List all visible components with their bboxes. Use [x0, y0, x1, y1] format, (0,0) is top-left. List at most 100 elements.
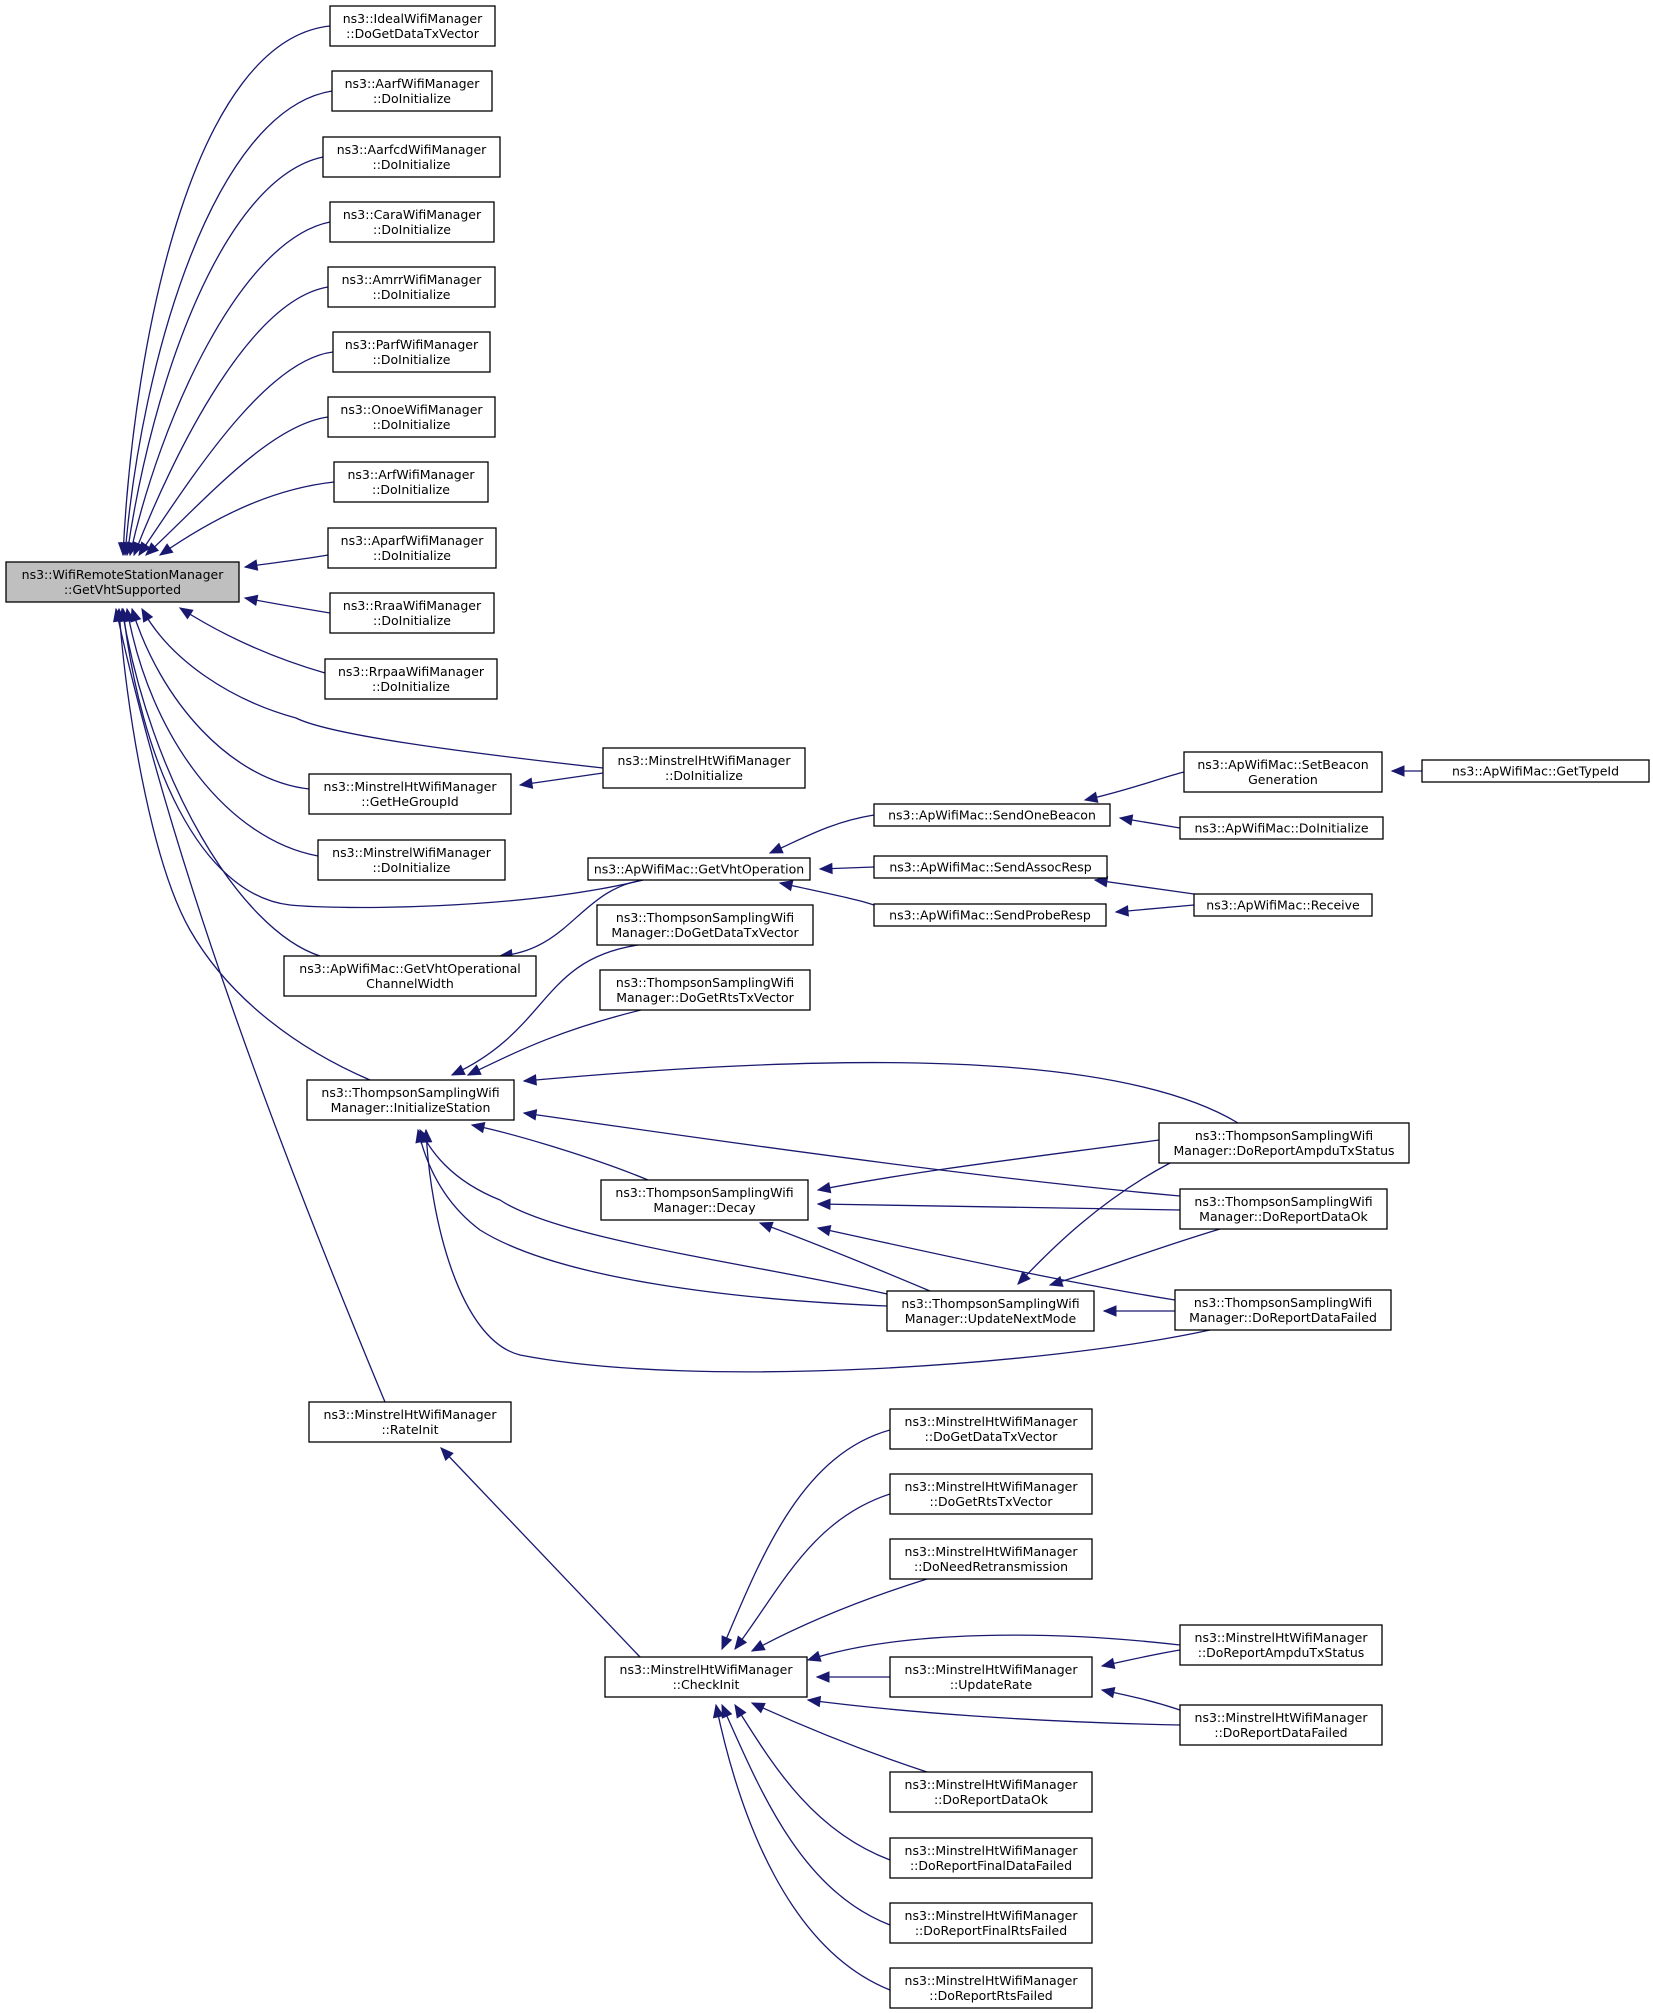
graph-node[interactable]: ns3::AarfWifiManager::DoInitialize	[331, 70, 493, 112]
graph-node[interactable]: ns3::MinstrelHtWifiManager::DoReportData…	[1179, 1704, 1383, 1746]
graph-node[interactable]: ns3::ThompsonSamplingWifiManager::DoGetD…	[596, 904, 814, 946]
node-label-line: ns3::MinstrelHtWifiManager	[905, 1544, 1079, 1559]
node-box	[886, 1290, 1095, 1332]
graph-node[interactable]: ns3::AarfcdWifiManager::DoInitialize	[322, 136, 501, 178]
graph-node[interactable]: ns3::ThompsonSamplingWifiManager::DoGetR…	[599, 969, 811, 1011]
graph-node[interactable]: ns3::CaraWifiManager::DoInitialize	[329, 201, 495, 243]
edge-n34-to-n33	[721, 1429, 891, 1651]
node-box	[889, 1538, 1093, 1580]
graph-node[interactable]: ns3::MinstrelHtWifiManager::DoReportData…	[889, 1771, 1093, 1813]
graph-node[interactable]: ns3::MinstrelHtWifiManager::DoInitialize	[602, 747, 806, 789]
graph-node[interactable]: ns3::MinstrelHtWifiManager::DoGetRtsTxVe…	[889, 1473, 1093, 1515]
node-box	[889, 1771, 1093, 1813]
edge-n35-to-n33	[734, 1493, 891, 1651]
node-box	[1193, 893, 1373, 917]
node-label-line: ns3::ThompsonSamplingWifi	[1194, 1194, 1372, 1209]
node-box	[873, 855, 1108, 879]
graph-node[interactable]: ns3::ThompsonSamplingWifiManager::DoRepo…	[1179, 1188, 1388, 1230]
graph-node[interactable]: ns3::MinstrelHtWifiManager::DoReportFina…	[889, 1902, 1093, 1944]
graph-node[interactable]: ns3::ApWifiMac::DoInitialize	[1179, 816, 1384, 840]
edge-n28-to-n27	[758, 1221, 931, 1292]
edge-n43-to-n33	[712, 1703, 891, 1991]
graph-node[interactable]: ns3::MinstrelHtWifiManager::DoReportRtsF…	[889, 1967, 1093, 2009]
graph-node[interactable]: ns3::OnoeWifiManager::DoInitialize	[327, 396, 496, 438]
edge-n3-to-n0	[123, 156, 324, 557]
node-box	[873, 903, 1107, 927]
graph-node[interactable]: ns3::ParfWifiManager::DoInitialize	[332, 331, 491, 373]
node-label-line: ns3::MinstrelHtWifiManager	[905, 1479, 1079, 1494]
graph-node[interactable]: ns3::ApWifiMac::SendOneBeacon	[873, 803, 1111, 827]
edge-n20-to-n17	[1083, 771, 1185, 803]
node-label-line: Manager::DoGetRtsTxVector	[616, 990, 794, 1005]
graph-node[interactable]: ns3::ApWifiMac::SendProbeResp	[873, 903, 1107, 927]
graph-node[interactable]: ns3::ApWifiMac::GetVhtOperationalChannel…	[283, 955, 537, 997]
graph-node[interactable]: ns3::IdealWifiManager::DoGetDataTxVector	[329, 5, 496, 47]
graph-node[interactable]: ns3::MinstrelHtWifiManager::DoGetDataTxV…	[889, 1408, 1093, 1450]
edge-n26-to-n24	[466, 1009, 642, 1076]
graph-node[interactable]: ns3::ApWifiMac::SendAssocResp	[873, 855, 1108, 879]
node-box	[1183, 751, 1383, 793]
graph-node[interactable]: ns3::ThompsonSamplingWifiManager::DoRepo…	[1158, 1122, 1410, 1164]
edge-n30-to-n27	[816, 1198, 1181, 1211]
node-label-line: ns3::AparfWifiManager	[341, 533, 485, 548]
edge-n12-to-n0	[141, 607, 604, 769]
node-label-line: ns3::OnoeWifiManager	[340, 402, 483, 417]
edge-n12-to-n13	[518, 772, 604, 789]
node-label-line: ns3::ApWifiMac::SendAssocResp	[889, 860, 1091, 875]
node-box	[1174, 1289, 1392, 1331]
graph-node[interactable]: ns3::RrpaaWifiManager::DoInitialize	[324, 658, 498, 700]
node-box	[1158, 1122, 1410, 1164]
graph-node[interactable]: ns3::MinstrelHtWifiManager::DoReportFina…	[889, 1837, 1093, 1879]
node-label-line: Manager::Decay	[653, 1200, 756, 1215]
graph-node[interactable]: ns3::RraaWifiManager::DoInitialize	[329, 592, 495, 634]
node-box	[889, 1473, 1093, 1515]
node-label-line: ::DoInitialize	[373, 222, 451, 237]
graph-node[interactable]: ns3::AmrrWifiManager::DoInitialize	[327, 266, 496, 308]
node-label-line: ::GetHeGroupId	[361, 794, 458, 809]
node-box	[587, 857, 811, 881]
node-label-line: Manager::DoReportAmpduTxStatus	[1173, 1143, 1394, 1158]
graph-node[interactable]: ns3::ThompsonSamplingWifiManager::Initia…	[306, 1079, 515, 1121]
edge-n40-to-n33	[750, 1702, 928, 1773]
graph-node[interactable]: ns3::MinstrelHtWifiManager::CheckInit	[604, 1656, 808, 1698]
root-node[interactable]: ns3::WifiRemoteStationManager::GetVhtSup…	[5, 561, 240, 603]
node-label-line: ::DoGetRtsTxVector	[930, 1494, 1054, 1509]
edge-n39-to-n37	[1100, 1686, 1181, 1711]
graph-node[interactable]: ns3::MinstrelHtWifiManager::RateInit	[308, 1401, 512, 1443]
node-label-line: ns3::CaraWifiManager	[343, 207, 482, 222]
node-label-line: ns3::ThompsonSamplingWifi	[616, 975, 794, 990]
node-label-line: ::DoReportFinalDataFailed	[910, 1858, 1072, 1873]
edge-n23-to-n20	[1390, 765, 1422, 777]
graph-node[interactable]: ns3::AparfWifiManager::DoInitialize	[327, 527, 497, 569]
edge-n1-to-n0	[117, 25, 331, 557]
node-label-line: ::DoInitialize	[372, 352, 450, 367]
node-box	[873, 803, 1111, 827]
node-label-line: ns3::ArfWifiManager	[347, 467, 475, 482]
node-label-line: ::DoInitialize	[373, 91, 451, 106]
edge-n31-to-n27	[816, 1225, 1176, 1301]
graph-node[interactable]: ns3::ApWifiMac::GetVhtOperation	[587, 857, 811, 881]
edge-n8-to-n0	[158, 481, 335, 556]
node-box	[327, 266, 496, 308]
node-label-line: ::DoReportRtsFailed	[929, 1988, 1053, 2003]
graph-node[interactable]: ns3::ApWifiMac::Receive	[1193, 893, 1373, 917]
node-label-line: ::UpdateRate	[950, 1677, 1033, 1692]
node-label-line: ns3::ThompsonSamplingWifi	[616, 910, 794, 925]
graph-node[interactable]: ns3::MinstrelHtWifiManager::GetHeGroupId	[308, 773, 512, 815]
node-label-line: ns3::ApWifiMac::SendOneBeacon	[888, 808, 1096, 823]
node-label-line: ns3::MinstrelHtWifiManager	[905, 1843, 1079, 1858]
node-label-line: ::DoReportFinalRtsFailed	[915, 1923, 1067, 1938]
node-box	[308, 1401, 512, 1443]
node-box	[889, 1656, 1093, 1698]
graph-node[interactable]: ns3::ApWifiMac::GetTypeId	[1421, 759, 1650, 783]
node-box	[889, 1408, 1093, 1450]
graph-node[interactable]: ns3::ThompsonSamplingWifiManager::Update…	[886, 1290, 1095, 1332]
graph-node[interactable]: ns3::MinstrelWifiManager::DoInitialize	[317, 839, 506, 881]
graph-node[interactable]: ns3::MinstrelHtWifiManager::DoNeedRetran…	[889, 1538, 1093, 1580]
graph-node[interactable]: ns3::MinstrelHtWifiManager::DoReportAmpd…	[1179, 1624, 1383, 1666]
graph-node[interactable]: ns3::ThompsonSamplingWifiManager::DoRepo…	[1174, 1289, 1392, 1331]
graph-node[interactable]: ns3::ArfWifiManager::DoInitialize	[333, 461, 489, 503]
graph-node[interactable]: ns3::MinstrelHtWifiManager::UpdateRate	[889, 1656, 1093, 1698]
